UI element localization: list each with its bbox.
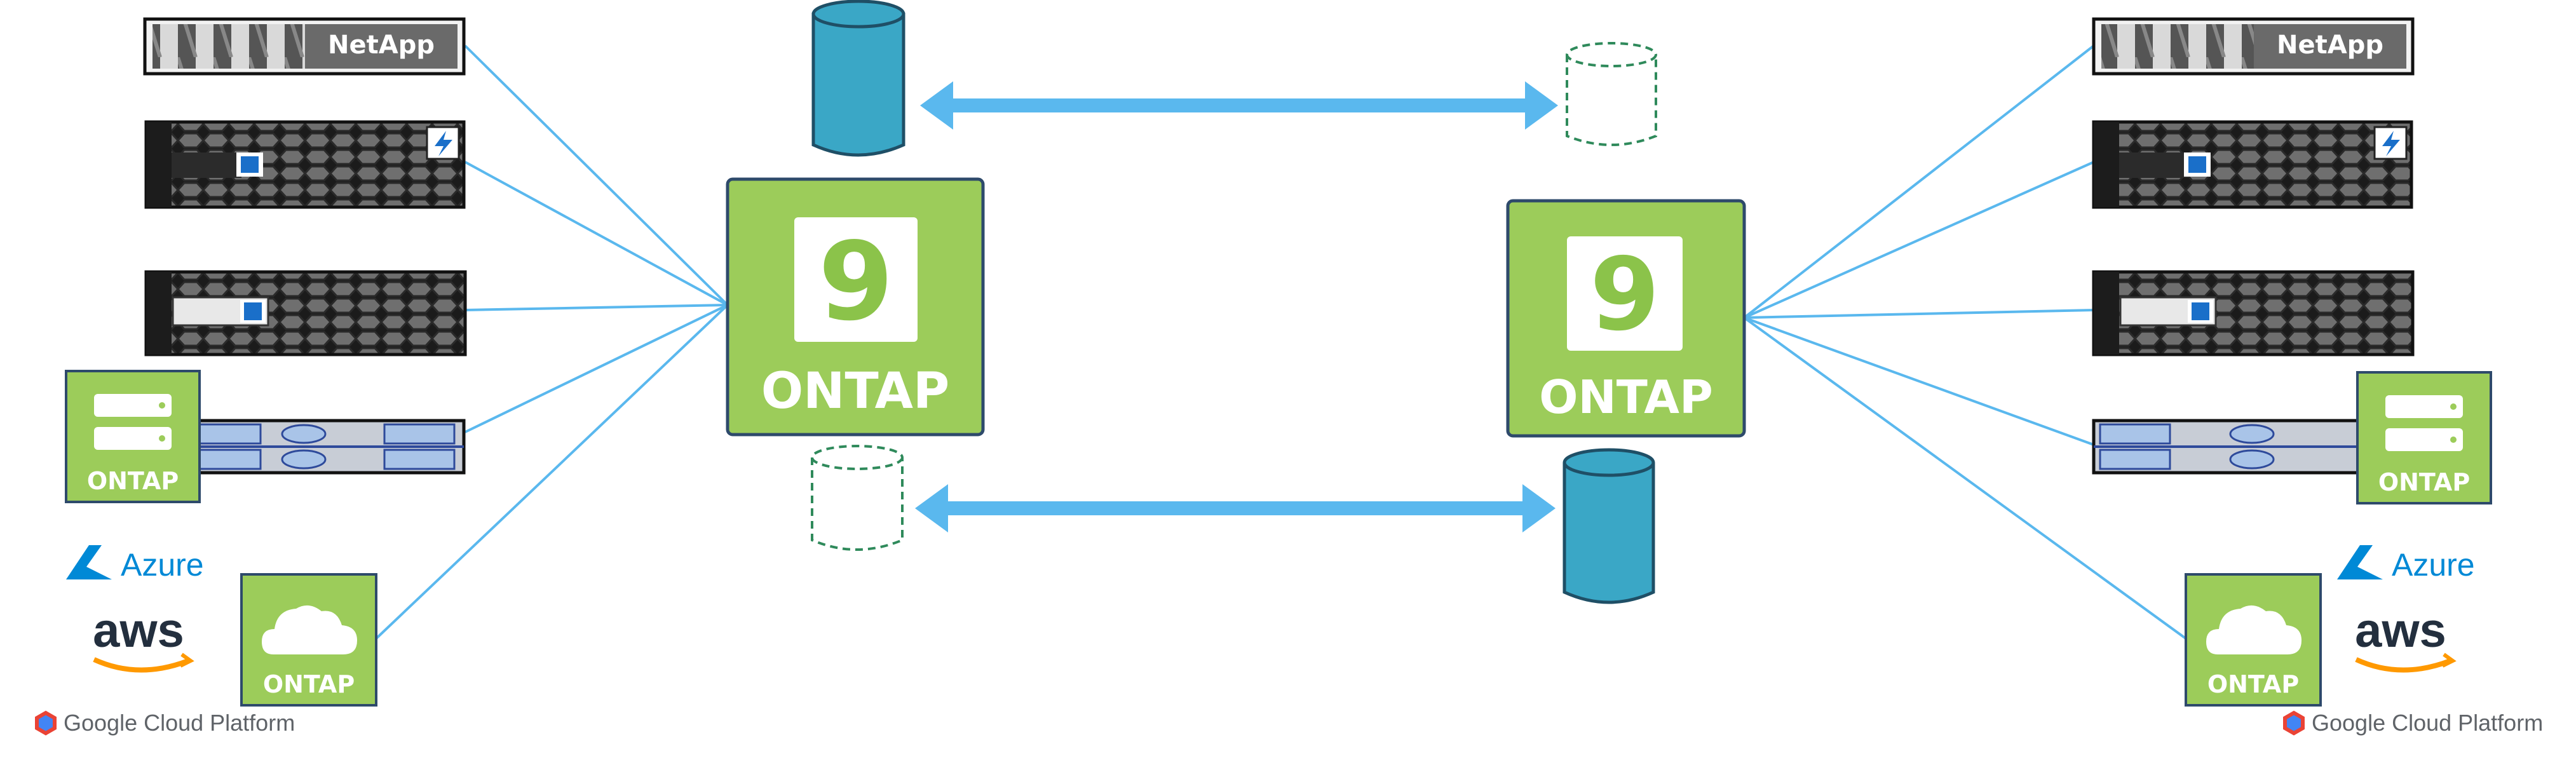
connector-left-3 xyxy=(464,304,728,311)
right-aws-smile-icon xyxy=(2355,657,2451,673)
right-connector-lines xyxy=(1743,44,2187,640)
left-server-icon xyxy=(94,394,172,417)
right-netapp-shelf: NetApp xyxy=(2092,17,2415,76)
left-gcp-icon xyxy=(35,710,57,736)
left-aws-smile-icon xyxy=(93,657,189,673)
left-netapp-shelf: NetApp xyxy=(143,17,466,76)
left-ontap-select-server: ONTAP xyxy=(65,370,466,503)
connector-left-5 xyxy=(375,304,729,640)
left-lightning-icon xyxy=(435,131,452,156)
right-lightning-icon xyxy=(2382,131,2400,156)
left-cloud-providers: Azure aws Google Cloud Platform xyxy=(35,545,295,736)
right-ontap-label: ONTAP xyxy=(1539,370,1712,424)
left-azure-icon xyxy=(66,545,112,579)
left-ontap-badge: 9 ONTAP xyxy=(726,177,985,437)
left-server-ontap-label: ONTAP xyxy=(87,467,179,495)
right-azure-label: Azure xyxy=(2392,547,2475,583)
left-primary-volume xyxy=(811,0,905,157)
right-ontap-select-server: ONTAP xyxy=(2092,371,2492,504)
left-hybrid-array xyxy=(144,270,467,356)
right-cloud-icon xyxy=(2206,605,2301,654)
right-gcp-icon xyxy=(2283,710,2305,736)
left-flash-array xyxy=(144,120,466,209)
right-azure-icon xyxy=(2337,545,2383,579)
right-netapp-logo-text: NetApp xyxy=(2277,30,2383,60)
left-aws-label: aws xyxy=(93,604,184,658)
left-secondary-volume xyxy=(811,445,904,551)
right-netapp-logo-icon-2 xyxy=(2192,302,2209,320)
replication-arrow-bottom xyxy=(915,484,1556,532)
left-ontap-label: ONTAP xyxy=(761,363,949,420)
connector-left-4 xyxy=(464,304,728,433)
right-flash-array xyxy=(2092,120,2413,209)
connector-right-4 xyxy=(1744,316,2094,446)
left-netapp-logo-text: NetApp xyxy=(328,30,435,60)
connector-left-1 xyxy=(464,44,729,306)
right-gcp-label: Google Cloud Platform xyxy=(2312,710,2543,736)
left-netapp-logo-icon-2 xyxy=(244,302,262,320)
left-cloud-icon xyxy=(262,605,357,654)
right-ontap-badge: 9 ONTAP xyxy=(1506,199,1746,438)
right-primary-volume xyxy=(1563,448,1655,604)
right-server-ontap-label: ONTAP xyxy=(2378,468,2470,496)
right-secondary-volume xyxy=(1566,42,1657,146)
left-connector-lines xyxy=(375,44,729,640)
left-netapp-logo-icon xyxy=(241,156,259,173)
right-ontap-nine: 9 xyxy=(1590,236,1660,353)
connector-right-5 xyxy=(1743,316,2187,640)
connector-right-1 xyxy=(1743,44,2095,319)
left-gcp-label: Google Cloud Platform xyxy=(64,710,295,736)
connector-right-2 xyxy=(1744,161,2094,319)
right-aws-label: aws xyxy=(2355,604,2446,658)
right-cloud-volumes-ontap: ONTAP xyxy=(2185,573,2322,707)
left-cloud-volumes-ontap: ONTAP xyxy=(240,573,377,707)
right-server-icon xyxy=(2385,395,2463,418)
right-hybrid-array xyxy=(2092,270,2415,356)
connector-right-3 xyxy=(1744,309,2094,319)
replication-arrow-top xyxy=(920,81,1558,130)
connector-left-2 xyxy=(464,161,728,306)
left-ontap-nine: 9 xyxy=(818,219,893,345)
right-netapp-logo-icon xyxy=(2188,156,2206,173)
left-cloud-ontap-label: ONTAP xyxy=(263,670,355,698)
left-azure-label: Azure xyxy=(121,547,204,583)
right-cloud-providers: Azure aws Google Cloud Platform xyxy=(2283,545,2543,736)
right-cloud-ontap-label: ONTAP xyxy=(2207,670,2299,698)
